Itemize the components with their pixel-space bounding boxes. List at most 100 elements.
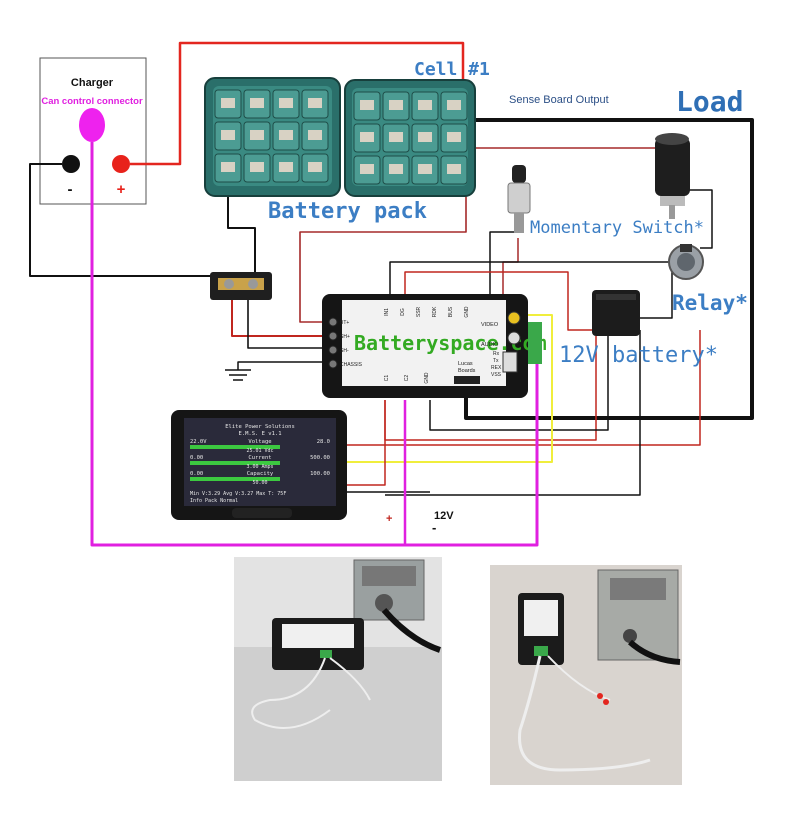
- chassis-ground-wire: [237, 361, 322, 370]
- cell-busbar: [418, 164, 432, 174]
- battery12v-black-wire: [385, 330, 641, 496]
- bms-tx-label: Tx: [493, 358, 499, 364]
- display-unit: Elite Power Solutions E.M.S. E v1.1 22.0…: [171, 410, 347, 520]
- bms-top-pin-label: RDK: [432, 306, 438, 317]
- display-red-wire: [345, 400, 386, 486]
- photo-bms-setup-2: [490, 565, 682, 785]
- cell-busbar: [360, 164, 374, 174]
- display-row-bar: [190, 477, 280, 481]
- display-row-max: 28.0: [317, 439, 330, 445]
- bms-rx-label: Rx: [493, 351, 500, 357]
- bms-lucas-label: Lucas: [458, 361, 473, 367]
- cell-busbar: [279, 130, 293, 140]
- charger-negative-wire: [29, 163, 210, 277]
- bms-top-pin-label: DG: [400, 308, 406, 316]
- cell-busbar: [360, 100, 374, 110]
- display-footer-stats: Min V:3.29 Avg V:3.27 Max T: 75F: [190, 491, 286, 497]
- cell-busbar: [279, 162, 293, 172]
- display-model: E.M.S. E v1.1: [238, 431, 281, 437]
- cell-busbar: [250, 130, 264, 140]
- photo-bms-setup-1: [234, 557, 442, 781]
- bms-bottom-pins: C1 C2 GND: [384, 372, 430, 384]
- display-row-max: 500.00: [310, 455, 330, 461]
- battery12v-feed-wire: [404, 271, 592, 331]
- bms-left-pin: [328, 317, 338, 327]
- cell-busbar: [250, 98, 264, 108]
- bms-bottom-pin-label: GND: [424, 372, 430, 384]
- video-jack: [507, 311, 521, 325]
- bms-video-label: VIDEO: [481, 322, 499, 328]
- audio-jack: [507, 331, 521, 345]
- charger-title: Charger: [71, 77, 114, 89]
- bms-green-terminal: [528, 322, 542, 364]
- charger-minus-label: -: [68, 181, 73, 198]
- battery12v-display-red-wire: [345, 330, 701, 446]
- cell-busbar: [389, 132, 403, 142]
- display-footer-status: Info Pack Normal: [190, 498, 238, 504]
- display-row-label: Capacity: [247, 471, 274, 477]
- cell-busbar: [389, 164, 403, 174]
- bms-lucas-connector: [454, 376, 480, 384]
- cell-busbar: [221, 98, 235, 108]
- bms-bottom-pin-label: C2: [404, 375, 410, 382]
- bms-side-connector: [502, 351, 518, 373]
- video-yellow-wire: [345, 314, 553, 463]
- battery-12v-label: 12V battery*: [559, 343, 718, 368]
- relay: [668, 244, 704, 280]
- battery-12v: [592, 290, 640, 336]
- display-row-label: Voltage: [248, 439, 271, 445]
- can-connector-label: Can control connector: [41, 96, 143, 107]
- bms-left-pin-label: SH-: [340, 348, 349, 354]
- cell-busbar: [389, 100, 403, 110]
- display-row-value: 50.00: [252, 480, 267, 486]
- bms-rex-label: REX: [491, 365, 502, 371]
- display-row-min: 22.0V: [190, 439, 207, 445]
- display-row-min: 0.00: [190, 471, 203, 477]
- bms-left-pin: [328, 359, 338, 369]
- cell-busbar: [447, 132, 461, 142]
- display-row-min: 0.00: [190, 455, 203, 461]
- display-row-label: Current: [248, 455, 271, 461]
- charger-positive-wire: [130, 41, 465, 166]
- battery-pack-label: Battery pack: [268, 199, 427, 224]
- sense-board-output-label: Sense Board Output: [509, 94, 609, 106]
- bms-left-pin: [328, 331, 338, 341]
- display-rows: 22.0V Voltage 28.0 25.01 Vdc 0.00 Current 500.…: [190, 439, 330, 486]
- shunt-sh-minus-wire: [247, 300, 322, 349]
- display-brand: Elite Power Solutions: [225, 424, 295, 430]
- cell-busbar: [308, 162, 322, 172]
- cell-busbar: [418, 132, 432, 142]
- display-row-bar: [190, 445, 280, 449]
- cell1-label: Cell #1: [414, 59, 490, 80]
- motor-to-relay-wire: [688, 189, 713, 249]
- bms-top-pin-label: GND: [464, 306, 470, 318]
- relay-control-wire: [389, 261, 672, 295]
- bms-left-pin: [328, 345, 338, 355]
- bms-top-pin-label: IN1: [384, 308, 390, 316]
- charger-negative-terminal: [62, 155, 80, 173]
- display-row-max: 100.00: [310, 471, 330, 477]
- bms-bottom-pin-label: C1: [384, 375, 390, 382]
- bms-gnd-wire: [429, 336, 609, 431]
- momentary-switch-label: Momentary Switch*: [530, 218, 704, 238]
- display-row-value: 25.01 Vdc: [246, 448, 273, 454]
- motor: [655, 133, 690, 219]
- shunt: [210, 272, 272, 300]
- load-black-wire: [464, 118, 754, 420]
- display-row-bar: [190, 461, 280, 465]
- bms-vss-label: VSS: [491, 372, 502, 378]
- cell-busbar: [221, 130, 235, 140]
- bms-top-pin-label: SSR: [416, 306, 422, 317]
- pack-bt-plus-wire: [299, 150, 467, 323]
- load-label: Load: [676, 85, 743, 118]
- charger-positive-terminal: [112, 155, 130, 173]
- battery-cells: [214, 89, 468, 185]
- can-connector: [79, 108, 105, 142]
- cell-busbar: [447, 100, 461, 110]
- bms-left-pin-label: SH+: [340, 334, 350, 340]
- cell-busbar: [221, 162, 235, 172]
- cell-busbar: [447, 164, 461, 174]
